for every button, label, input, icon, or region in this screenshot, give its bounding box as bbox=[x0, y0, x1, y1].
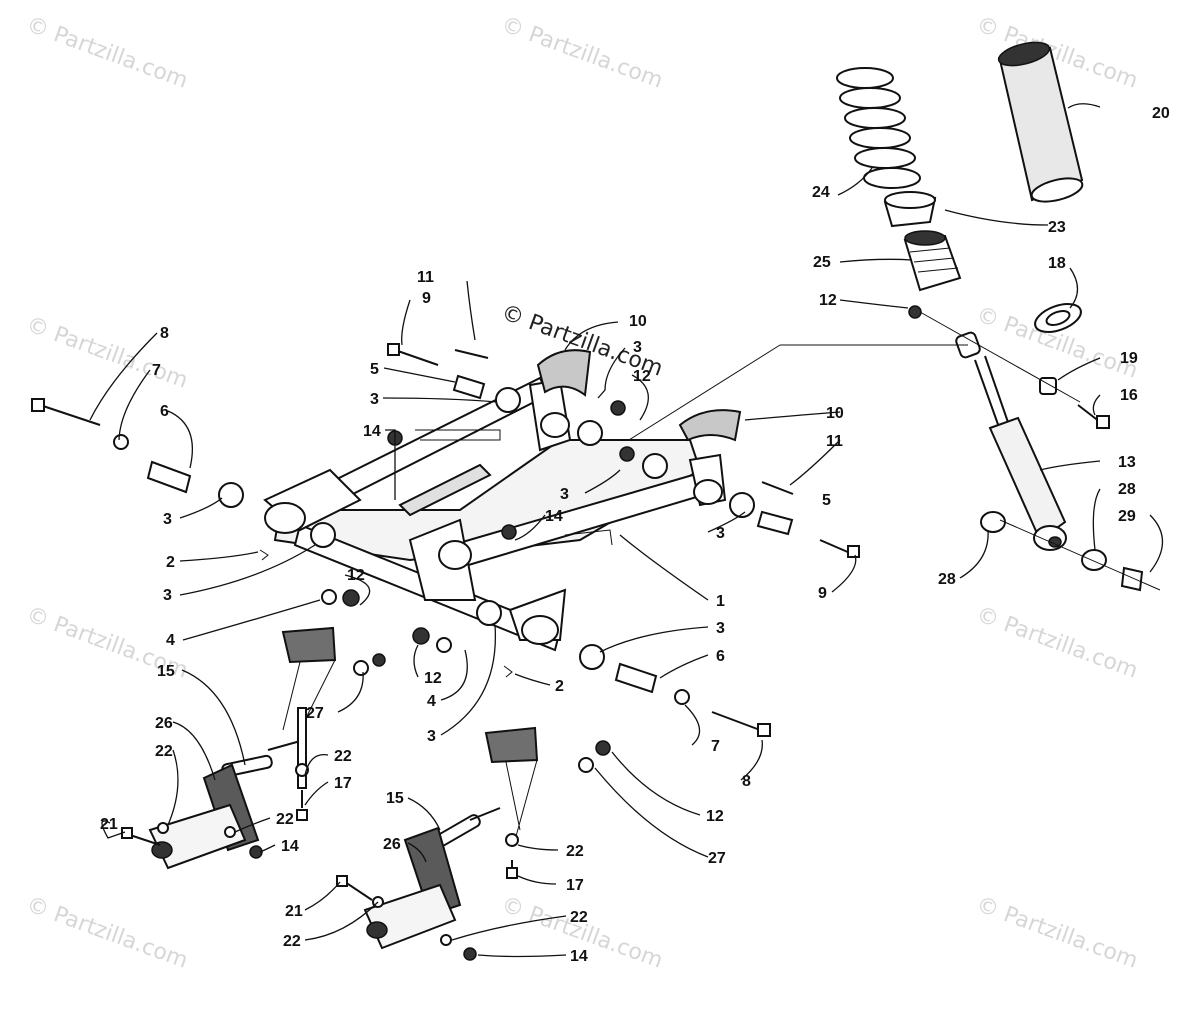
callout-10: 10 bbox=[826, 405, 844, 422]
callout-12: 12 bbox=[633, 368, 651, 385]
shock-assembly bbox=[469, 41, 1161, 592]
callout-11: 11 bbox=[417, 269, 434, 286]
callout-20: 20 bbox=[1152, 105, 1170, 122]
callout-3: 3 bbox=[427, 728, 436, 745]
callout-18: 18 bbox=[1048, 255, 1066, 272]
boot-part-20 bbox=[997, 41, 1084, 203]
callout-24: 24 bbox=[812, 184, 830, 201]
callout-15: 15 bbox=[386, 790, 404, 807]
callout-19: 19 bbox=[1120, 350, 1138, 367]
callout-6: 6 bbox=[716, 648, 725, 665]
callout-labels: 20 24 23 25 18 12 19 16 13 28 29 28 11 9… bbox=[100, 105, 1170, 965]
spring-part-24 bbox=[836, 67, 921, 189]
callout-25: 25 bbox=[813, 254, 831, 271]
callout-28: 28 bbox=[938, 571, 956, 588]
callout-3: 3 bbox=[716, 620, 725, 637]
callout-7: 7 bbox=[152, 362, 161, 379]
watermark: © Partzilla.com bbox=[23, 12, 191, 94]
nut-part-18 bbox=[1034, 303, 1082, 333]
callout-7: 7 bbox=[711, 738, 720, 755]
hardware-sleeves bbox=[146, 374, 794, 694]
callout-22: 22 bbox=[155, 743, 173, 760]
pins-part-11 bbox=[454, 349, 794, 495]
callout-22: 22 bbox=[283, 933, 301, 950]
hardware-washers bbox=[113, 434, 690, 773]
callout-14: 14 bbox=[363, 423, 381, 440]
bolt-part-16 bbox=[1077, 404, 1110, 429]
callout-22: 22 bbox=[566, 843, 584, 860]
callout-3: 3 bbox=[633, 339, 642, 356]
callout-26: 26 bbox=[155, 715, 173, 732]
callout-2: 2 bbox=[166, 554, 175, 571]
callout-3: 3 bbox=[370, 391, 379, 408]
watermark: © Partzilla.com bbox=[23, 892, 191, 974]
leader-lines bbox=[89, 103, 1163, 958]
callout-8: 8 bbox=[160, 325, 169, 342]
callout-23: 23 bbox=[1048, 219, 1066, 236]
callout-27: 27 bbox=[708, 850, 726, 867]
callout-6: 6 bbox=[160, 403, 169, 420]
callout-2: 2 bbox=[555, 678, 564, 695]
callout-12: 12 bbox=[347, 567, 365, 584]
cotter-pins-part-2 bbox=[259, 549, 513, 678]
footrest-left bbox=[121, 626, 337, 870]
callout-9: 9 bbox=[422, 290, 431, 307]
callout-4: 4 bbox=[427, 693, 436, 710]
callout-12: 12 bbox=[819, 292, 837, 309]
callout-10: 10 bbox=[629, 313, 647, 330]
callout-22: 22 bbox=[570, 909, 588, 926]
watermark: © Partzilla.com bbox=[973, 602, 1141, 684]
callout-1: 1 bbox=[716, 593, 725, 610]
suspension-frame-part-1 bbox=[263, 376, 727, 652]
callout-28: 28 bbox=[1118, 481, 1136, 498]
shock-body-part-13 bbox=[955, 331, 1067, 551]
callout-17: 17 bbox=[566, 877, 584, 894]
callout-12: 12 bbox=[706, 808, 724, 825]
hardware-bolts bbox=[31, 343, 860, 737]
callout-12: 12 bbox=[424, 670, 442, 687]
callout-14: 14 bbox=[545, 508, 563, 525]
callout-9: 9 bbox=[818, 585, 827, 602]
callout-5: 5 bbox=[370, 361, 379, 378]
callout-3: 3 bbox=[716, 525, 725, 542]
sleeve-part-29 bbox=[1120, 566, 1144, 592]
caps-part-10 bbox=[536, 349, 742, 442]
callout-21: 21 bbox=[100, 816, 118, 833]
callout-14: 14 bbox=[570, 948, 588, 965]
callout-3: 3 bbox=[163, 511, 172, 528]
callout-22: 22 bbox=[334, 748, 352, 765]
callout-5: 5 bbox=[822, 492, 831, 509]
callout-13: 13 bbox=[1118, 454, 1136, 471]
callout-4: 4 bbox=[166, 632, 175, 649]
callout-14: 14 bbox=[281, 838, 299, 855]
callout-11: 11 bbox=[826, 433, 843, 450]
adjuster-part-25 bbox=[903, 230, 962, 292]
callout-27: 27 bbox=[306, 705, 324, 722]
nut-part-12 bbox=[908, 305, 922, 319]
callout-3: 3 bbox=[163, 587, 172, 604]
callout-3: 3 bbox=[560, 486, 569, 503]
callout-29: 29 bbox=[1118, 508, 1136, 525]
spring-seat-part-23 bbox=[883, 191, 937, 228]
callout-17: 17 bbox=[334, 775, 352, 792]
watermark: © Partzilla.com bbox=[973, 892, 1141, 974]
hardware-bushings bbox=[218, 387, 755, 670]
callout-22: 22 bbox=[276, 811, 294, 828]
callout-26: 26 bbox=[383, 836, 401, 853]
callout-15: 15 bbox=[157, 663, 175, 680]
watermark: © Partzilla.com bbox=[498, 12, 666, 94]
callout-8: 8 bbox=[742, 773, 751, 790]
callout-16: 16 bbox=[1120, 387, 1138, 404]
callout-21: 21 bbox=[285, 903, 303, 920]
